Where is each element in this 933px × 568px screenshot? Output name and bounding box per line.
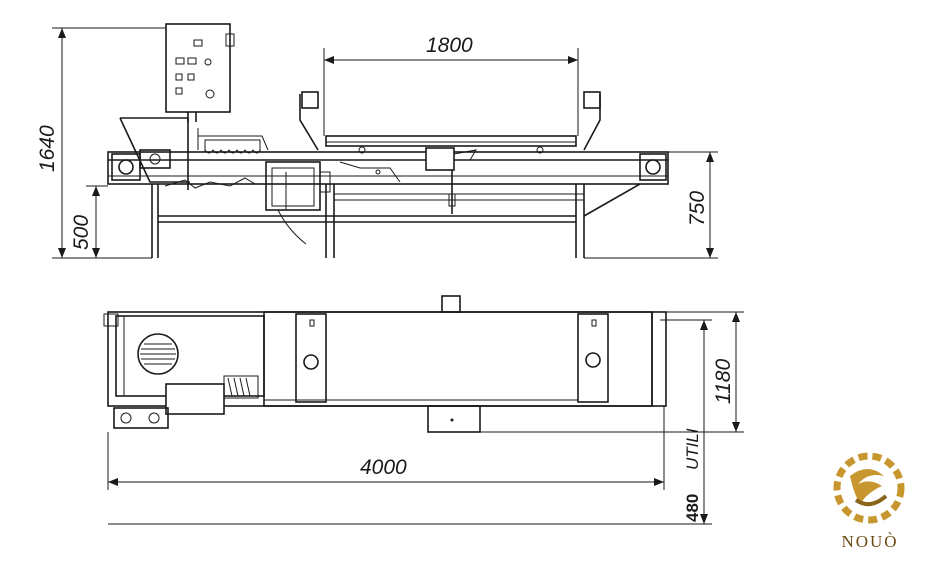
dim-480: 480 — [683, 494, 702, 522]
top-view — [103, 295, 667, 433]
dim-1800: 1800 — [426, 34, 473, 57]
fan-grille — [140, 343, 176, 365]
dim-750: 750 — [686, 191, 709, 226]
dim-4000: 4000 — [360, 456, 407, 479]
top-dimensions — [107, 311, 744, 525]
dim-1180: 1180 — [712, 359, 735, 404]
util-label: UTILI — [683, 428, 702, 470]
side-view — [107, 23, 669, 258]
brand-logo-icon — [833, 452, 905, 524]
side-dimensions — [52, 27, 718, 259]
dim-500: 500 — [70, 215, 93, 250]
brand-name: NOUÒ — [841, 532, 899, 551]
dim-1640: 1640 — [36, 125, 59, 172]
